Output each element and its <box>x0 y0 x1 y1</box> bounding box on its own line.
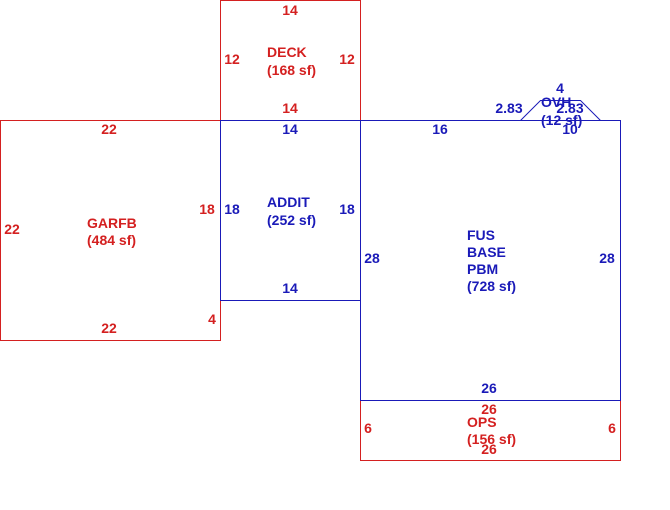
addit-dim-top: 14 <box>282 121 298 137</box>
fus-outline <box>360 120 621 401</box>
ovh-dim-bottom: 10 <box>562 121 578 137</box>
garfb-dim-right-low: 4 <box>208 311 216 327</box>
garfb-dim-top: 22 <box>101 121 117 137</box>
fus-area: (728 sf) <box>467 278 516 294</box>
deck-dim-top: 14 <box>282 2 298 18</box>
ovh-area: (12 sf) <box>541 112 582 128</box>
fus-dim-bottom: 26 <box>481 380 497 396</box>
addit-dim-left: 18 <box>224 201 240 217</box>
ovh-name: OVH <box>541 94 571 110</box>
deck-dim-bottom: 14 <box>282 100 298 116</box>
addit-dim-bottom: 14 <box>282 280 298 296</box>
garfb-dim-bottom: 22 <box>101 320 117 336</box>
ops-dim-right: 6 <box>608 420 616 436</box>
deck-dim-left: 12 <box>224 51 240 67</box>
ovh-outline <box>520 100 601 121</box>
ops-area: (156 sf) <box>467 431 516 447</box>
ovh-dim-right: 2.83 <box>556 100 583 116</box>
ops-dim-left: 6 <box>364 420 372 436</box>
fus-name-line1: FUS <box>467 227 495 243</box>
garfb-dim-left: 22 <box>4 221 20 237</box>
fus-dim-top: 16 <box>432 121 448 137</box>
fus-dim-right: 28 <box>599 250 615 266</box>
deck-name: DECK <box>267 44 307 60</box>
fus-dim-left: 28 <box>364 250 380 266</box>
ovh-dim-top: 4 <box>556 80 564 96</box>
deck-area: (168 sf) <box>267 62 316 78</box>
garfb-dim-right: 18 <box>199 201 215 217</box>
deck-dim-right: 12 <box>339 51 355 67</box>
fus-name-line2: BASE <box>467 244 506 260</box>
addit-area: (252 sf) <box>267 212 316 228</box>
ops-dim-top: 26 <box>481 401 497 417</box>
ovh-dim-left: 2.83 <box>495 100 522 116</box>
addit-dim-right: 18 <box>339 201 355 217</box>
fus-name-line3: PBM <box>467 261 498 277</box>
ops-dim-bottom: 26 <box>481 441 497 457</box>
addit-name: ADDIT <box>267 194 310 210</box>
garfb-name: GARFB <box>87 215 137 231</box>
ops-name: OPS <box>467 414 497 430</box>
garfb-area: (484 sf) <box>87 232 136 248</box>
